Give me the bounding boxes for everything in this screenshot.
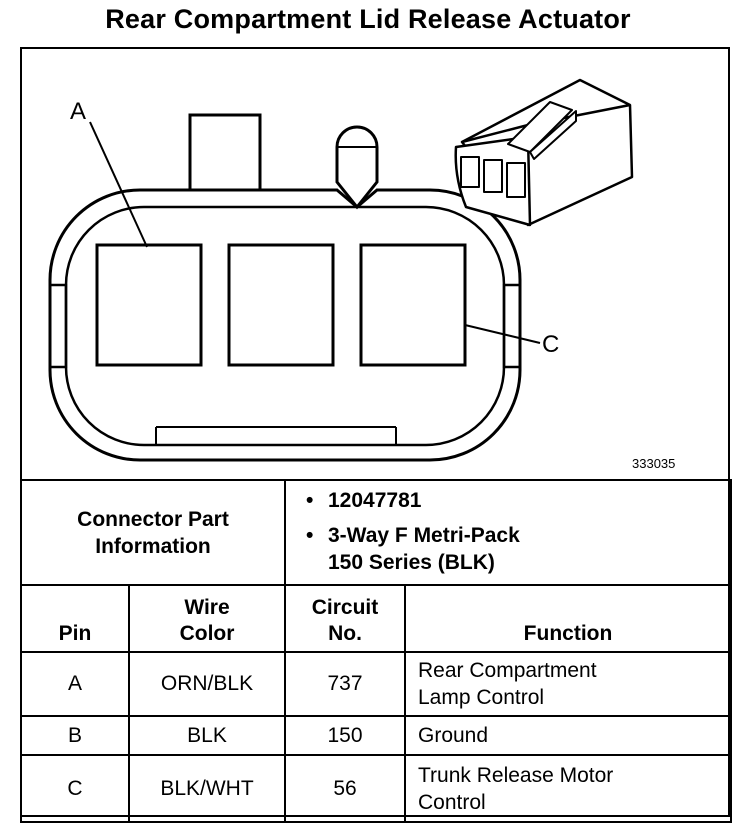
table-row: C BLK/WHT 56 Trunk Release Motor Control <box>20 754 732 823</box>
wire-color-cell: ORN/BLK <box>128 651 286 717</box>
pin-cell: B <box>20 715 130 756</box>
circuit-cell: 150 <box>284 715 406 756</box>
connector-part-info-row: Connector Part Information 12047781 3-Wa… <box>20 479 732 586</box>
diagram-title: Rear Compartment Lid Release Actuator <box>105 4 631 34</box>
figure-reference-number: 333035 <box>632 456 676 471</box>
connector-type: 3-Way F Metri-Pack 150 Series (BLK) <box>306 522 730 576</box>
terminal-cavity-b <box>227 243 335 367</box>
circuit-cell: 56 <box>284 754 406 823</box>
terminal-cavity-a <box>95 243 203 367</box>
callout-a-leader <box>89 121 148 248</box>
table-row: B BLK 150 Ground <box>20 715 732 756</box>
connector-left-notch <box>48 283 68 369</box>
function-cell: Ground <box>404 715 732 756</box>
circuit-cell: 737 <box>284 651 406 717</box>
header-circuit-no: Circuit No. <box>284 584 406 653</box>
connector-housing-inner <box>64 205 506 447</box>
wire-color-cell: BLK/WHT <box>128 754 286 823</box>
connector-locking-key <box>335 125 379 210</box>
table-row: A ORN/BLK 737 Rear Compartment Lamp Cont… <box>20 651 732 717</box>
connector-diagram: A C <box>48 78 634 462</box>
connector-right-notch <box>502 283 522 369</box>
connector-part-info-label: Connector Part Information <box>20 479 286 586</box>
callout-c-leader <box>464 324 541 344</box>
function-cell: Rear Compartment Lamp Control <box>404 651 732 717</box>
part-number: 12047781 <box>306 487 730 514</box>
connector-face-view <box>48 113 522 462</box>
terminal-cavity-c <box>359 243 467 367</box>
callout-c-label: C <box>542 331 559 358</box>
connector-info-table: Connector Part Information 12047781 3-Wa… <box>20 479 732 823</box>
table-header-row: Pin Wire Color Circuit No. Function <box>20 584 732 653</box>
pin-cell: A <box>20 651 130 717</box>
header-pin: Pin <box>20 584 130 653</box>
wire-color-cell: BLK <box>128 715 286 756</box>
header-wire-color: Wire Color <box>128 584 286 653</box>
connector-part-info-values: 12047781 3-Way F Metri-Pack 150 Series (… <box>284 479 732 586</box>
function-cell: Trunk Release Motor Control <box>404 754 732 823</box>
connector-housing-outer <box>48 188 522 462</box>
connector-top-tab <box>188 113 262 190</box>
header-function: Function <box>404 584 732 653</box>
pin-cell: C <box>20 754 130 823</box>
callout-a-label: A <box>70 98 86 125</box>
connector-isometric-view <box>454 78 634 227</box>
